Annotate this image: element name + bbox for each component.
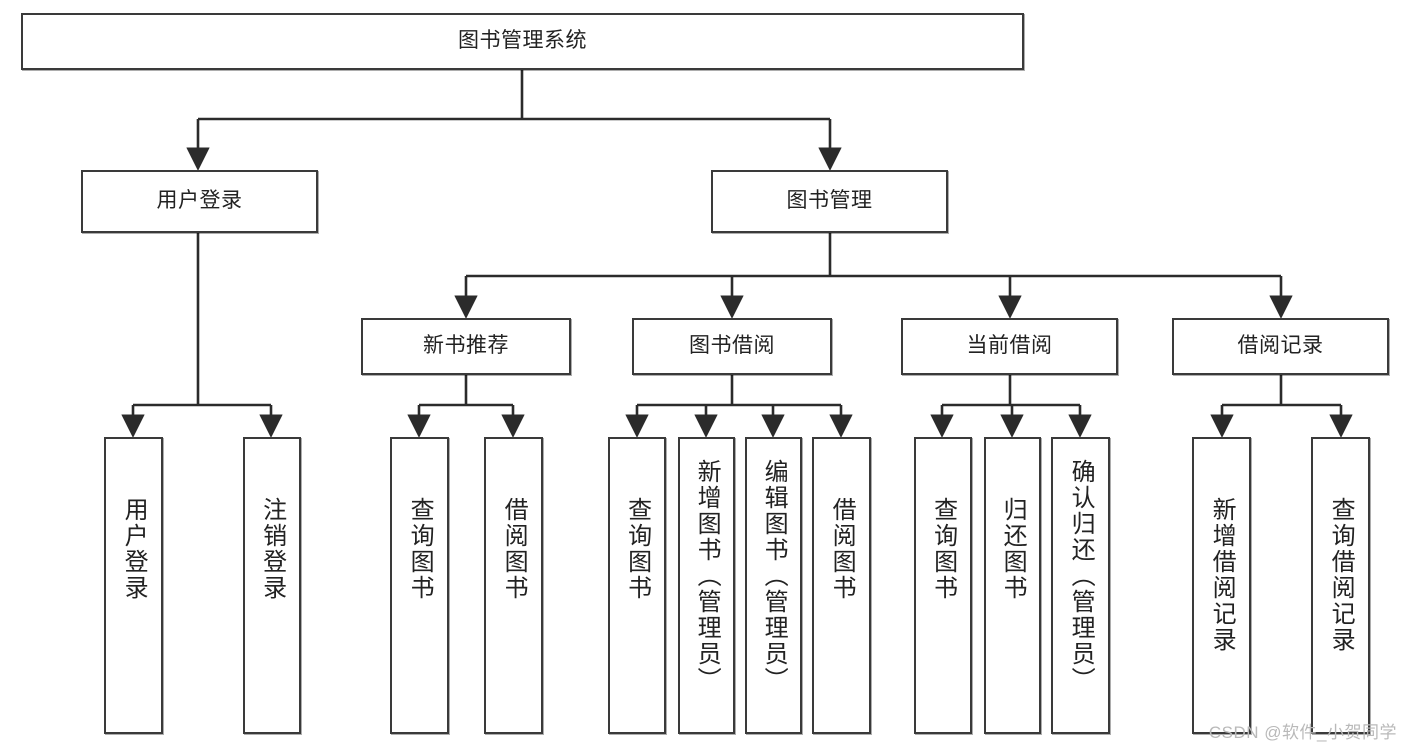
node-current-borrow[interactable]: 当前借阅	[901, 318, 1118, 375]
leaf-confirm-return-admin[interactable]: 确认归还（管理员）	[1051, 437, 1110, 734]
leaf-logout-login[interactable]: 注销登录	[243, 437, 301, 734]
node-label: 归还图书	[999, 497, 1027, 601]
leaf-edit-book-admin[interactable]: 编辑图书（管理员）	[745, 437, 802, 734]
node-label: 借阅记录	[1237, 334, 1324, 358]
leaf-user-login[interactable]: 用户登录	[104, 437, 163, 734]
node-label: 当前借阅	[966, 334, 1053, 358]
node-book-management[interactable]: 图书管理	[711, 170, 948, 233]
node-label: 编辑图书（管理员）	[760, 459, 788, 693]
leaf-add-borrow-record[interactable]: 新增借阅记录	[1192, 437, 1251, 734]
node-label: 查询借阅记录	[1327, 497, 1355, 653]
leaf-add-book-admin[interactable]: 新增图书（管理员）	[678, 437, 735, 734]
node-user-login[interactable]: 用户登录	[81, 170, 318, 233]
leaf-return-book[interactable]: 归还图书	[984, 437, 1041, 734]
node-label: 新书推荐	[423, 334, 509, 358]
csdn-watermark: CSDN @软件_小贺同学	[1208, 723, 1397, 742]
node-label: 借阅图书	[828, 497, 856, 601]
node-book-borrow[interactable]: 图书借阅	[632, 318, 832, 375]
node-label: 图书管理系统	[458, 29, 587, 53]
node-label: 注销登录	[258, 497, 286, 601]
node-new-book-recommend[interactable]: 新书推荐	[361, 318, 571, 375]
node-label: 确认归还（管理员）	[1067, 459, 1095, 693]
node-label: 新增图书（管理员）	[693, 459, 721, 693]
node-label: 借阅图书	[500, 497, 528, 601]
node-label: 查询图书	[623, 497, 651, 601]
leaf-query-borrow-record[interactable]: 查询借阅记录	[1311, 437, 1370, 734]
node-label: 图书管理	[786, 189, 873, 213]
node-label: 用户登录	[156, 189, 243, 213]
leaf-borrow-book[interactable]: 借阅图书	[812, 437, 871, 734]
leaf-query-book-borrow[interactable]: 查询图书	[608, 437, 666, 734]
node-label: 查询图书	[406, 497, 434, 601]
node-root-book-management-system[interactable]: 图书管理系统	[21, 13, 1024, 70]
leaf-query-book-newbook[interactable]: 查询图书	[390, 437, 449, 734]
node-label: 查询图书	[929, 497, 957, 601]
leaf-borrow-book-newbook[interactable]: 借阅图书	[484, 437, 543, 734]
node-label: 新增借阅记录	[1208, 497, 1236, 653]
node-label: 图书借阅	[689, 334, 775, 358]
node-label: 用户登录	[120, 497, 148, 601]
node-borrow-record[interactable]: 借阅记录	[1172, 318, 1389, 375]
leaf-query-book-current[interactable]: 查询图书	[914, 437, 972, 734]
